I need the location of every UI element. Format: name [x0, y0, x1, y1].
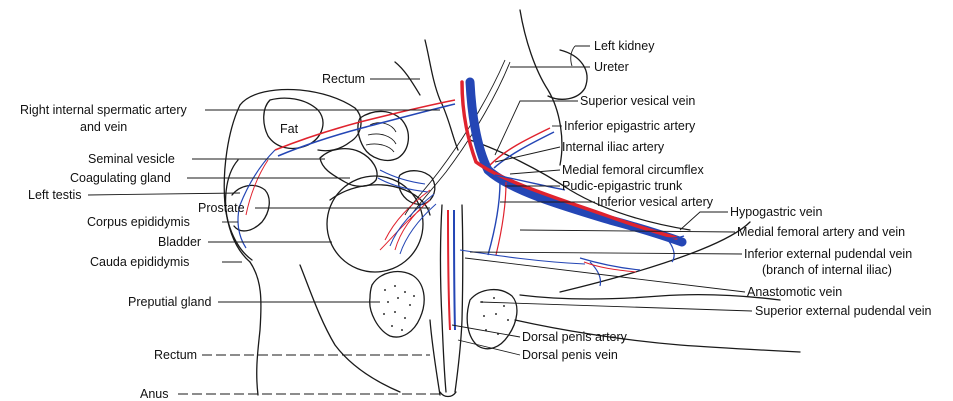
label-medial-femoral-artery-vein: Medial femoral artery and vein	[737, 225, 905, 239]
label-corpus-epididymis: Corpus epididymis	[87, 215, 190, 229]
leg-inner	[300, 265, 400, 392]
anus-outline	[440, 392, 456, 397]
leader-superior-external-pudendal	[480, 302, 752, 311]
label-dorsal-penis-artery: Dorsal penis artery	[522, 330, 628, 344]
leader-dorsal-penis-artery	[452, 325, 520, 337]
label-right-internal-spermatic-2: and vein	[80, 120, 127, 134]
gland-ridge	[366, 123, 396, 152]
label-coagulating-gland: Coagulating gland	[70, 171, 171, 185]
label-right-internal-spermatic-1: Right internal spermatic artery	[20, 103, 187, 117]
leader-inferior-external-pudendal	[470, 252, 742, 254]
pudic-artery-branch	[496, 182, 506, 255]
labels: Left kidney Ureter Rectum Right internal…	[20, 39, 932, 401]
label-inferior-epigastric-artery: Inferior epigastric artery	[564, 119, 696, 133]
label-prostate: Prostate	[198, 201, 245, 215]
label-anus: Anus	[140, 387, 169, 401]
preputial-gland-outline	[370, 272, 424, 337]
label-inferior-external-pudendal-2: (branch of internal iliac)	[762, 263, 892, 277]
label-superior-external-pudendal-vein: Superior external pudendal vein	[755, 304, 932, 318]
leader-anastomotic	[465, 258, 745, 292]
thigh-outline-right	[520, 295, 780, 300]
torso-outline	[224, 105, 250, 262]
leader-medial-femoral-circumflex	[510, 170, 560, 174]
testis-artery	[246, 160, 268, 215]
label-inferior-vesical-artery: Inferior vesical artery	[597, 195, 714, 209]
label-left-testis: Left testis	[28, 188, 82, 202]
rectum-upper-outline	[425, 40, 458, 150]
penile-bulb-outline	[467, 290, 517, 349]
label-fat: Fat	[280, 122, 299, 136]
label-hypogastric-vein: Hypogastric vein	[730, 205, 822, 219]
anatomy-outlines	[224, 10, 800, 397]
label-dorsal-penis-vein: Dorsal penis vein	[522, 348, 618, 362]
urethra-outline-left	[441, 205, 447, 392]
label-rectum-top: Rectum	[322, 72, 365, 86]
leader-left-testis	[88, 193, 240, 195]
label-medial-femoral-circumflex: Medial femoral circumflex	[562, 163, 704, 177]
kidney-lobe	[548, 50, 587, 99]
urethra-outline-right	[455, 205, 463, 392]
spermatic-vein-path	[278, 104, 455, 156]
coagulating-gland-outline	[358, 111, 408, 160]
label-pudic-epigastric-trunk: Pudic-epigastric trunk	[562, 179, 683, 193]
rectum-lower-outline	[430, 320, 440, 395]
label-seminal-vesicle: Seminal vesicle	[88, 152, 175, 166]
label-cauda-epididymis: Cauda epididymis	[90, 255, 189, 269]
leg-outline	[250, 262, 261, 395]
bladder-outline	[327, 176, 423, 272]
dorsal-penis-vein-path	[454, 210, 455, 330]
label-preputial-gland: Preputial gland	[128, 295, 211, 309]
label-rectum-bottom: Rectum	[154, 348, 197, 362]
label-anastomotic-vein: Anastomotic vein	[747, 285, 842, 299]
preputial-gland-dots	[383, 285, 415, 331]
leader-hypogastric-vein	[680, 212, 728, 230]
body-outline-left	[240, 90, 361, 151]
kidney-outline	[520, 10, 562, 165]
label-left-kidney: Left kidney	[594, 39, 655, 53]
dorsal-penis-artery-path	[448, 210, 450, 330]
inferior-external-pudendal-path	[580, 258, 640, 286]
label-internal-iliac-artery: Internal iliac artery	[562, 140, 665, 154]
seminal-vesicle-outline	[320, 149, 377, 187]
label-bladder: Bladder	[158, 235, 201, 249]
label-superior-vesical-vein: Superior vesical vein	[580, 94, 695, 108]
leader-medial-femoral-av	[520, 230, 735, 232]
leader-dorsal-penis-vein	[458, 340, 520, 355]
ureter-outline	[405, 60, 505, 215]
rectum-upper-outline-2	[395, 62, 420, 95]
spermatic-artery-path	[275, 100, 455, 150]
label-inferior-external-pudendal-1: Inferior external pudendal vein	[744, 247, 912, 261]
label-ureter: Ureter	[594, 60, 629, 74]
